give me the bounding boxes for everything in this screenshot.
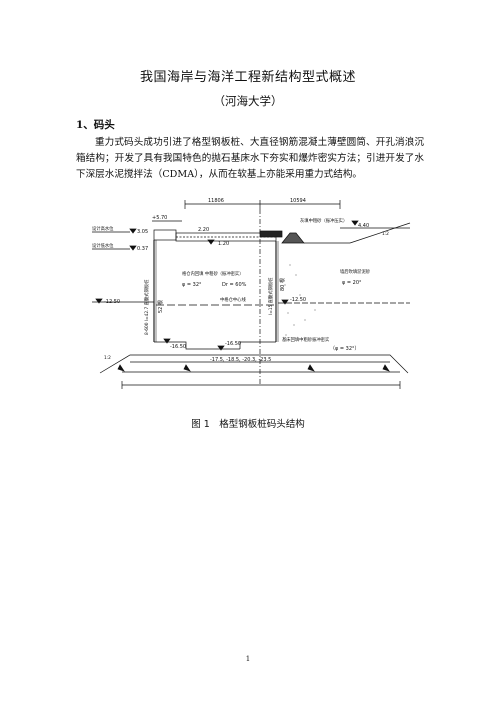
deck-elev-b: 1.20 bbox=[218, 241, 229, 247]
backfill-note: 灰填中粗砂（振冲压实） bbox=[300, 217, 347, 224]
phi-right: φ = 20° bbox=[342, 280, 362, 286]
deck-elev-a: 2.20 bbox=[198, 227, 209, 233]
left-bed-elev: -12.50 bbox=[104, 299, 120, 305]
wharf-structure-figure: 11806 10594 +5.70 设计高水位 3.05 设计低水位 0.37 … bbox=[90, 195, 412, 407]
high-water-label: 设计高水位 bbox=[92, 225, 114, 232]
slope-right: 1:2 bbox=[382, 231, 389, 237]
right-ground-elev: 4.40 bbox=[358, 223, 369, 229]
figure-caption: 图 1 格型钢板桩码头结构 bbox=[191, 419, 305, 430]
document-title: 我国海岸与海洋工程新结构型式概述 bbox=[139, 70, 356, 85]
inner-elev-b: -16.50 bbox=[225, 341, 241, 347]
cell-fill-title: 格仓内回填 中粗砂（振冲密实） bbox=[182, 270, 244, 277]
bottom-elevations: -17.5, -18.5, -20.3, -23.5 bbox=[210, 357, 271, 363]
cell-center-line-label: 中格仓中心线 bbox=[220, 296, 246, 303]
section-heading: 1、码头 bbox=[76, 119, 115, 131]
rail-foundation bbox=[281, 232, 305, 244]
high-water-value: 3.05 bbox=[137, 229, 148, 235]
body-paragraph: 重力式码头成功引进了格型钢板桩、大直径钢筋混凝土薄壁圆筒、开孔消浪沉箱结构；开发… bbox=[76, 137, 424, 180]
low-water-label: 设计低水位 bbox=[92, 242, 114, 249]
phi-base: （φ = 32°） bbox=[330, 346, 360, 352]
page-number: 1 bbox=[245, 655, 251, 663]
wharf-cross-section-drawing: 11806 10594 +5.70 设计高水位 3.05 设计低水位 0.37 … bbox=[92, 198, 411, 389]
phi-cell: φ = 32° bbox=[182, 282, 202, 288]
right-pile-sub: 80 根 bbox=[279, 278, 286, 291]
foundation-bed bbox=[99, 354, 409, 374]
author-affiliation: （河海大学） bbox=[213, 94, 283, 108]
dim-left-label: 11806 bbox=[208, 198, 224, 204]
right-bed-elev: -12.50 bbox=[290, 297, 306, 303]
low-water-value: 0.37 bbox=[137, 246, 148, 252]
inner-elev-a: -16.50 bbox=[170, 344, 186, 350]
crane-rail bbox=[259, 230, 283, 238]
top-elev-label: +5.70 bbox=[152, 215, 167, 221]
left-pile-label: 8-600 l=42.7 直腹式钢板桩 bbox=[143, 279, 150, 335]
right-fill-title: 墙后吹填淤泥砂 bbox=[340, 268, 371, 275]
cope-beam bbox=[153, 229, 177, 241]
left-pile-sub: 52 根 bbox=[157, 300, 164, 313]
dim-right-label: 10594 bbox=[290, 198, 306, 204]
replacement-note: 基床回填中粗砂振冲密实 bbox=[282, 336, 330, 343]
right-pile-label: l=15 直腹式钢板桩 bbox=[267, 277, 274, 315]
backfill-texture bbox=[284, 264, 316, 336]
slope-left: 1:2 bbox=[104, 355, 111, 361]
dr-cell: Dr = 60% bbox=[222, 282, 247, 288]
